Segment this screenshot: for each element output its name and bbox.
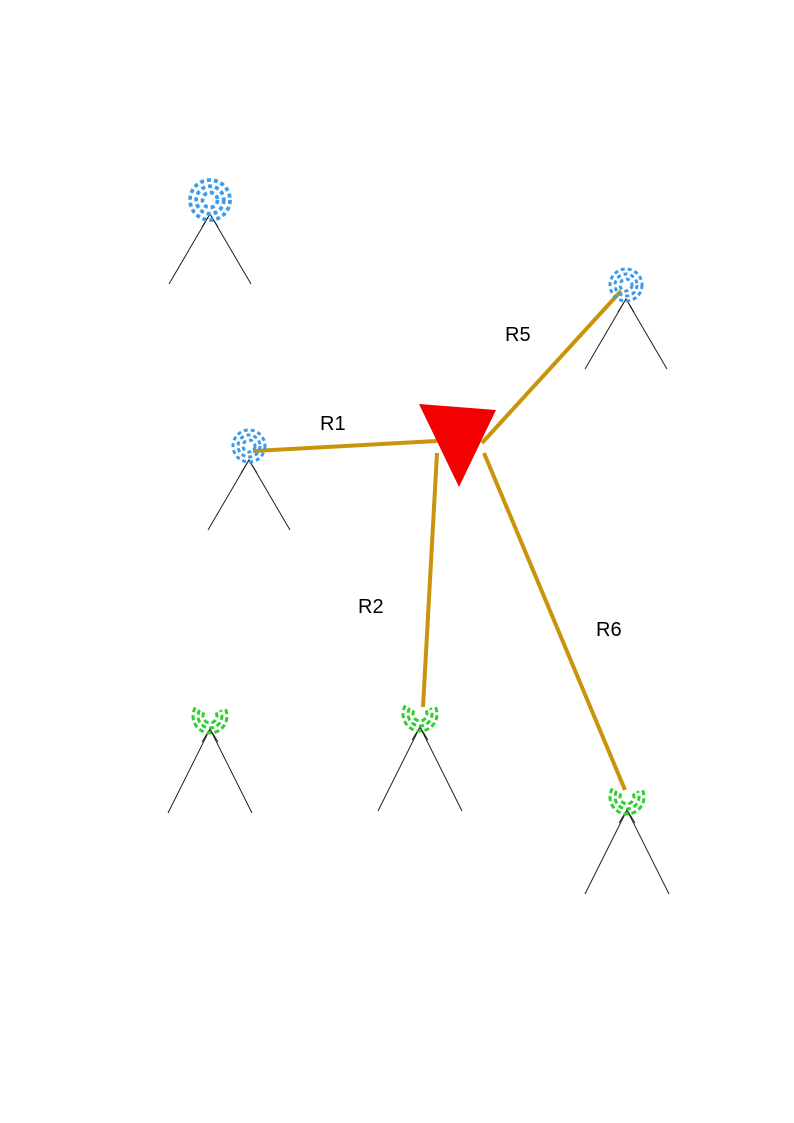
link-label-r2: R2 (358, 596, 384, 618)
link-r1[interactable] (252, 439, 438, 453)
tower-caret-icon (617, 298, 635, 313)
omni-antenna-3[interactable] (584, 267, 668, 370)
tower-legs (207, 459, 291, 531)
omni-antenna-1[interactable] (168, 178, 252, 285)
omni-signal-icon (613, 272, 639, 298)
directional-signal-icon (608, 787, 646, 816)
directional-signal-icon (401, 704, 439, 733)
link-label-r6: R6 (596, 619, 622, 641)
link-r6[interactable] (482, 452, 627, 791)
directional-antenna-2[interactable] (377, 704, 463, 812)
tower-legs (584, 808, 670, 895)
omni-signal-icon (231, 428, 267, 464)
tower-legs (167, 727, 253, 814)
directional-signal-icon (191, 706, 229, 735)
directional-signal-icon (196, 709, 224, 730)
tower-legs (584, 298, 668, 370)
omni-signal-icon (618, 277, 634, 293)
directional-signal-icon (201, 711, 219, 725)
link-label-r1: R1 (320, 413, 346, 435)
omni-signal-icon (188, 178, 232, 222)
omni-signal-icon (241, 438, 257, 454)
omni-signal-icon (200, 190, 220, 210)
tower-caret-icon (240, 459, 258, 474)
directional-antenna-1[interactable] (167, 706, 253, 814)
event-marker[interactable] (419, 404, 496, 487)
directional-signal-icon (613, 790, 641, 811)
omni-signal-icon (194, 184, 226, 216)
tower-legs (168, 213, 252, 285)
directional-antenna-3[interactable] (584, 787, 670, 895)
directional-signal-icon (406, 707, 434, 728)
directional-signal-icon (411, 709, 429, 723)
link-r5[interactable] (480, 289, 623, 445)
link-r2[interactable] (421, 452, 439, 708)
omni-signal-icon (236, 433, 262, 459)
omni-signal-icon (608, 267, 644, 303)
tower-legs (377, 725, 463, 812)
directional-signal-icon (618, 792, 636, 806)
omni-antenna-2[interactable] (207, 428, 291, 531)
link-label-r5: R5 (505, 324, 531, 346)
